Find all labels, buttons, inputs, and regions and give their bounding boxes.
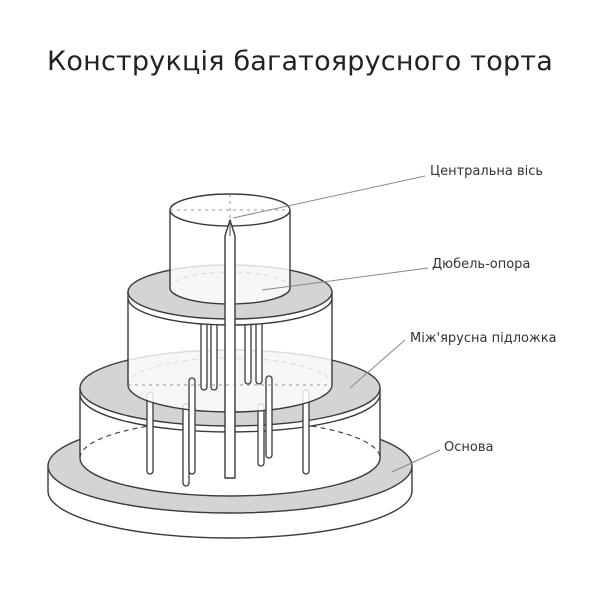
leader-central-axis xyxy=(232,175,426,219)
diagram-title: Конструкція багатоярусного торта xyxy=(47,46,553,77)
label-dowel: Дюбель-опора xyxy=(432,257,530,272)
dowel xyxy=(257,403,265,467)
leader-tier-board xyxy=(349,339,406,389)
bottom-tier-dowels xyxy=(146,389,310,487)
dowel xyxy=(182,403,190,487)
dowel xyxy=(265,375,273,459)
central-axis xyxy=(224,219,236,479)
label-central-axis: Центральна вісь xyxy=(430,164,543,179)
dowel xyxy=(188,377,196,475)
label-base: Основа xyxy=(444,440,493,455)
central-axis-rod xyxy=(224,219,236,479)
leader-base xyxy=(391,449,441,473)
leader-dowel xyxy=(261,267,429,291)
label-tier-board: Між'ярусна підложка xyxy=(410,331,557,346)
dowel xyxy=(146,391,154,475)
callout-leaders xyxy=(232,175,441,473)
